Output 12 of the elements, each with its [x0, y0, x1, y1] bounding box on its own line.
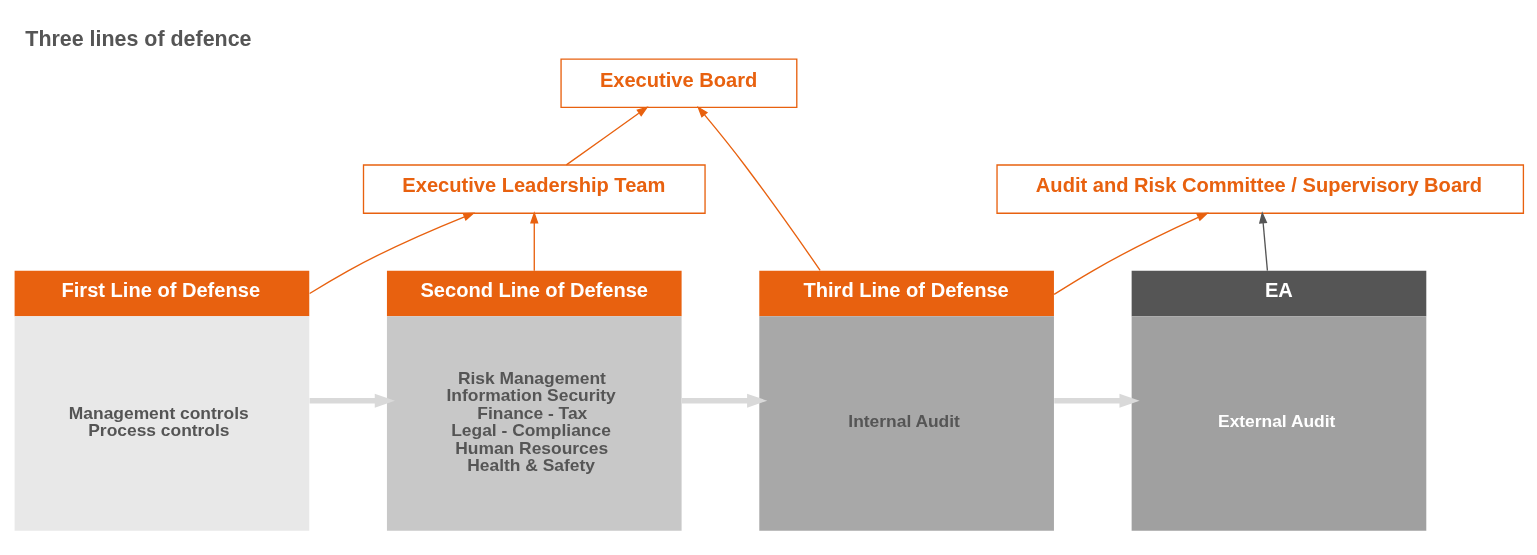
node-box: Audit and Risk Committee / Supervisory Board — [995, 164, 1524, 214]
arrow — [1052, 212, 1209, 296]
arrow — [309, 393, 395, 408]
arrow — [696, 105, 821, 271]
arrow — [565, 106, 649, 166]
node-box: Executive Leadership Team — [362, 164, 706, 214]
arrow — [1258, 211, 1268, 272]
arrow — [1053, 393, 1140, 408]
arrow — [529, 211, 538, 272]
diagram-title: Three lines of defence — [24, 26, 251, 51]
node-box: Executive Board — [559, 58, 797, 109]
arrow — [681, 393, 767, 408]
